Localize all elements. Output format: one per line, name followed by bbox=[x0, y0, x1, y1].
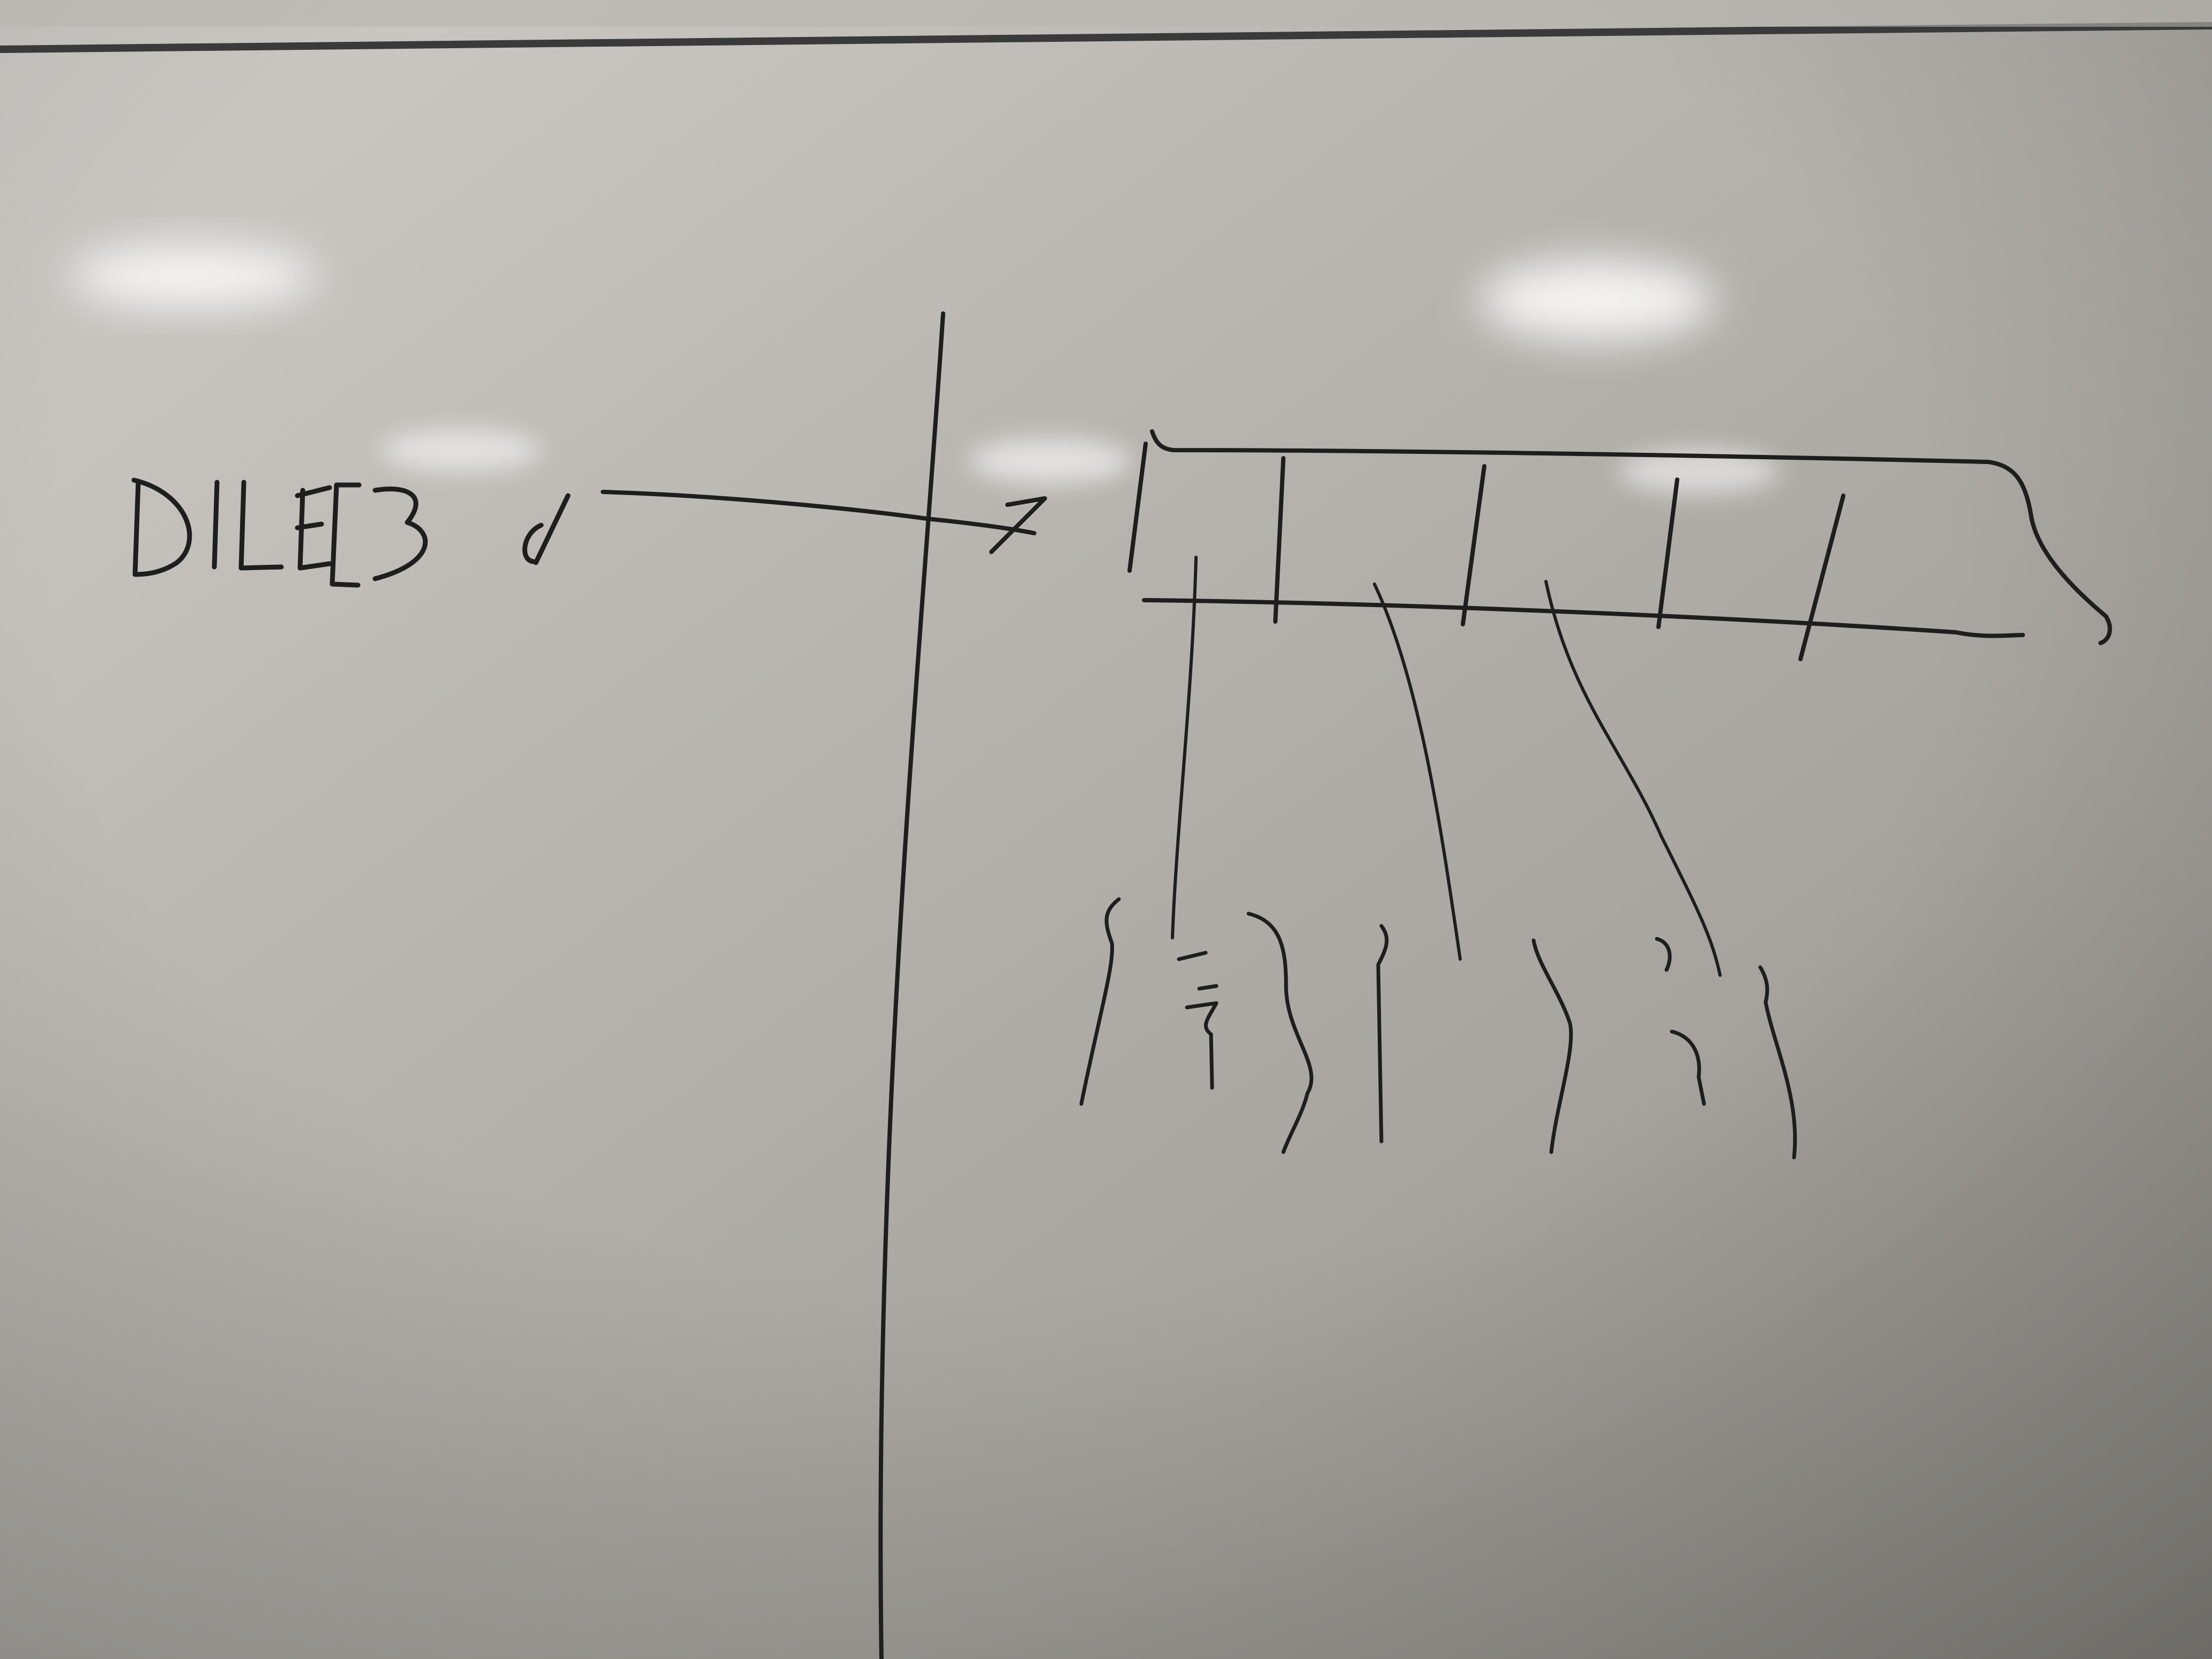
cell-pointer bbox=[1373, 582, 1462, 961]
wall-strip bbox=[0, 0, 2212, 27]
set-element bbox=[1670, 1029, 1706, 1106]
glare-center-right bbox=[1618, 449, 1779, 494]
array-bottom-edge bbox=[1142, 598, 2025, 638]
glare-center-left bbox=[380, 429, 541, 472]
set-element bbox=[1177, 951, 1208, 961]
board-top-edge bbox=[0, 22, 2212, 53]
array-cell-divider bbox=[1461, 464, 1486, 626]
glare-left bbox=[70, 246, 316, 305]
brace-right bbox=[1758, 965, 1797, 1160]
array-cell-divider bbox=[1798, 494, 1845, 661]
array-left-edge bbox=[1127, 442, 1148, 573]
brace-right bbox=[1246, 911, 1313, 1154]
brace-left bbox=[1079, 897, 1121, 1106]
array-top-edge bbox=[1150, 429, 2112, 645]
array-cell-divider bbox=[1656, 477, 1679, 629]
cell-pointers bbox=[1171, 556, 1722, 977]
pointer-arrow bbox=[601, 490, 1036, 535]
cell-pointer bbox=[1171, 556, 1198, 939]
divider-line bbox=[878, 311, 945, 1659]
glare-center bbox=[970, 438, 1131, 483]
brace-right bbox=[1531, 938, 1573, 1154]
glare-reflections bbox=[70, 246, 1779, 494]
handwritten-label bbox=[131, 477, 571, 588]
glare-right bbox=[1479, 260, 1715, 340]
set-element bbox=[1655, 937, 1672, 972]
cell-pointer bbox=[1544, 580, 1722, 977]
set-element bbox=[1185, 1001, 1219, 1090]
array-box bbox=[1127, 429, 2112, 661]
marker-sketch bbox=[131, 311, 2112, 1659]
array-cell-divider bbox=[1273, 456, 1286, 624]
pointer-arrow-head bbox=[989, 496, 1047, 554]
set-strokes bbox=[1079, 897, 1797, 1160]
brace-left bbox=[1376, 924, 1389, 1144]
set-element bbox=[1197, 984, 1219, 991]
